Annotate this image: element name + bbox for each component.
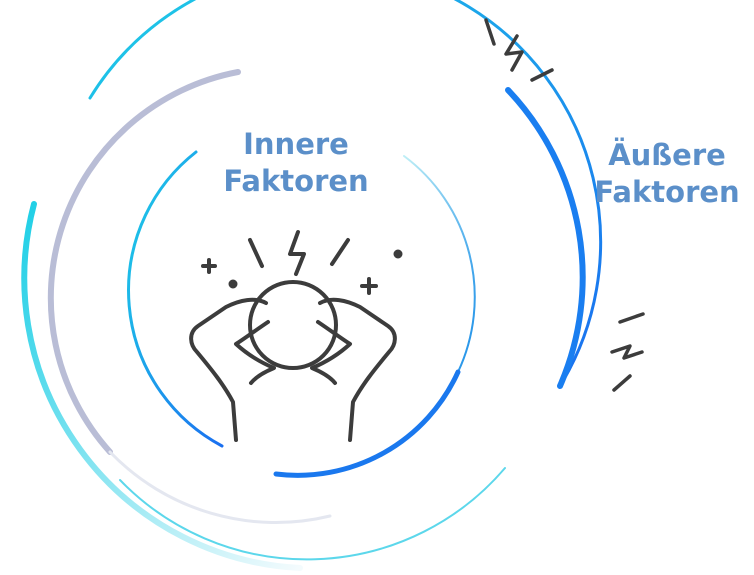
outer-ring-accent — [505, 87, 586, 389]
inner-ring-left — [127, 150, 224, 448]
inner-factors-label: Innere Faktoren — [196, 126, 396, 200]
outer-ring-arc — [88, 0, 603, 388]
bottom-thin-arc — [119, 467, 506, 561]
outer-factors-label: Äußere Faktoren — [580, 137, 754, 211]
gray-middle-arc — [47, 69, 241, 455]
gray-middle-arc-fade — [108, 450, 332, 524]
stress-lightning-icon-right — [610, 312, 645, 392]
inner-ring-bottom — [273, 369, 461, 478]
outer-label-line1: Äußere — [608, 138, 726, 172]
left-outer-arc — [21, 201, 303, 571]
inner-ring-right — [403, 155, 476, 373]
stressed-person-icon — [189, 230, 403, 442]
inner-label-line2: Faktoren — [223, 164, 369, 198]
stress-lightning-icon — [484, 18, 554, 82]
inner-label-line1: Innere — [243, 127, 349, 161]
outer-label-line2: Faktoren — [594, 175, 740, 209]
